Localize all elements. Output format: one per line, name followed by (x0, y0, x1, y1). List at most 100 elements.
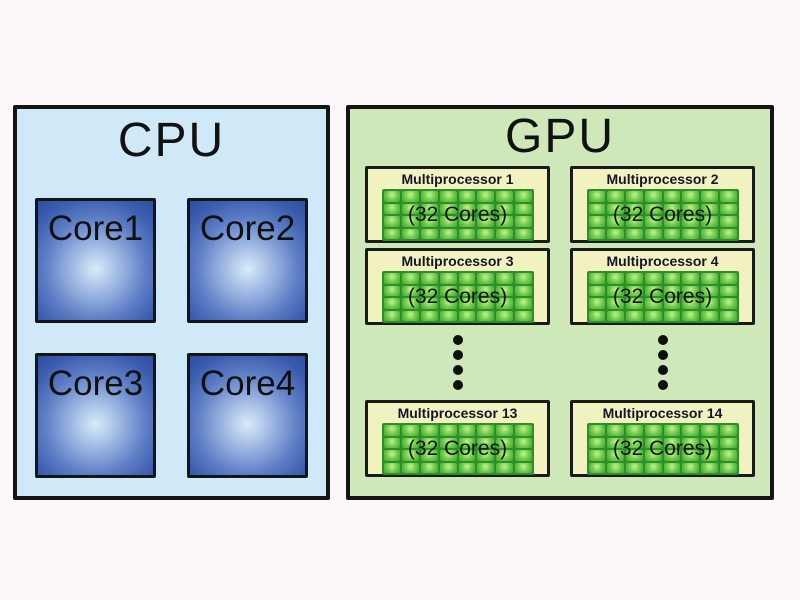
gpu-core-cell (719, 310, 737, 321)
core-grid-wrap: (32 Cores) (586, 423, 739, 475)
gpu-core-cell (383, 285, 401, 296)
gpu-core-cell (682, 273, 699, 284)
gpu-core-cell (626, 462, 643, 473)
gpu-core-cell (663, 298, 681, 309)
gpu-core-cell (496, 285, 513, 296)
gpu-core-cell (682, 425, 699, 436)
gpu-core-cell (383, 310, 401, 321)
gpu-core-cell (402, 203, 419, 214)
gpu-core-cell (607, 285, 624, 296)
gpu-core-cell (402, 437, 419, 448)
multiprocessor-card-13: Multiprocessor 13 (32 Cores) (365, 400, 550, 477)
cores-count-label: (32 Cores) (407, 285, 508, 308)
gpu-core-cell (719, 298, 737, 309)
gpu-core-cell (588, 228, 606, 239)
gpu-core-cell (439, 285, 457, 296)
gpu-core-cell (701, 437, 718, 448)
gpu-core-cell (626, 228, 643, 239)
gpu-core-cell (402, 216, 419, 227)
gpu-core-cell (383, 298, 401, 309)
gpu-core-cell (626, 273, 643, 284)
gpu-core-cell (719, 285, 737, 296)
gpu-core-cell (421, 310, 438, 321)
cpu-core-1: Core1 (35, 198, 156, 323)
gpu-core-cell (477, 228, 494, 239)
multiprocessor-card-4: Multiprocessor 4 (32 Cores) (570, 248, 755, 325)
gpu-core-cell (719, 425, 737, 436)
cpu-core-label: Core2 (199, 209, 296, 248)
gpu-core-cell (439, 298, 457, 309)
cpu-core-label: Core3 (47, 364, 144, 403)
gpu-core-cell (607, 298, 624, 309)
gpu-core-cell (626, 310, 643, 321)
gpu-core-cell (514, 228, 532, 239)
gpu-core-cell (421, 216, 438, 227)
gpu-core-cell (588, 203, 606, 214)
gpu-core-cell (514, 216, 532, 227)
gpu-core-cell (421, 191, 438, 202)
gpu-core-cell (402, 191, 419, 202)
gpu-core-cell (402, 425, 419, 436)
gpu-core-cell (588, 450, 606, 461)
gpu-core-cell (626, 450, 643, 461)
ellipsis-column-left (365, 330, 550, 395)
gpu-core-cell (496, 450, 513, 461)
gpu-core-cell (402, 228, 419, 239)
gpu-core-cell (496, 273, 513, 284)
gpu-title: GPU (504, 110, 615, 163)
gpu-core-cell (607, 462, 624, 473)
gpu-core-cell (719, 216, 737, 227)
gpu-core-cell (663, 285, 681, 296)
gpu-core-cell (682, 285, 699, 296)
gpu-core-cell (644, 228, 662, 239)
gpu-core-cell (383, 216, 401, 227)
multiprocessor-name: Multiprocessor 14 (602, 405, 723, 421)
gpu-core-cell (514, 450, 532, 461)
gpu-core-cell (439, 437, 457, 448)
gpu-core-cell (383, 425, 401, 436)
core-grid-wrap: (32 Cores) (381, 189, 534, 241)
ellipsis-dot (657, 380, 668, 390)
gpu-core-cell (477, 450, 494, 461)
ellipsis-dots (452, 335, 463, 390)
gpu-core-cell (719, 228, 737, 239)
cpu-core-4: Core4 (187, 353, 308, 478)
gpu-core-cell (626, 191, 643, 202)
gpu-core-cell (421, 285, 438, 296)
core-grid-wrap: (32 Cores) (381, 271, 534, 323)
gpu-multiprocessor-grid: Multiprocessor 1 (32 Cores) Multiprocess… (350, 166, 770, 477)
gpu-core-cell (514, 437, 532, 448)
gpu-core-cell (644, 216, 662, 227)
gpu-core-cell (626, 437, 643, 448)
gpu-core-cell (607, 228, 624, 239)
gpu-core-cell (701, 425, 718, 436)
gpu-core-cell (607, 450, 624, 461)
gpu-core-cell (719, 437, 737, 448)
gpu-core-grid (586, 271, 739, 323)
ellipsis-dots (657, 335, 668, 390)
gpu-core-cell (682, 450, 699, 461)
cores-count-label: (32 Cores) (407, 203, 508, 226)
gpu-core-cell (588, 273, 606, 284)
ellipsis-dot (452, 335, 463, 345)
cpu-title: CPU (117, 114, 226, 167)
gpu-core-cell (607, 425, 624, 436)
multiprocessor-name: Multiprocessor 13 (397, 405, 518, 421)
gpu-core-cell (644, 462, 662, 473)
gpu-core-cell (439, 310, 457, 321)
multiprocessor-card-14: Multiprocessor 14 (32 Cores) (570, 400, 755, 477)
gpu-core-cell (588, 437, 606, 448)
ellipsis-dot (657, 335, 668, 345)
gpu-core-cell (458, 425, 476, 436)
gpu-core-cell (458, 216, 476, 227)
gpu-core-cell (402, 310, 419, 321)
gpu-core-cell (421, 437, 438, 448)
cores-count-label: (32 Cores) (407, 437, 508, 460)
gpu-core-cell (607, 437, 624, 448)
gpu-core-cell (477, 437, 494, 448)
gpu-core-cell (458, 450, 476, 461)
cpu-core-label: Core4 (199, 364, 296, 403)
gpu-core-cell (663, 216, 681, 227)
ellipsis-dot (657, 365, 668, 375)
gpu-core-cell (458, 228, 476, 239)
